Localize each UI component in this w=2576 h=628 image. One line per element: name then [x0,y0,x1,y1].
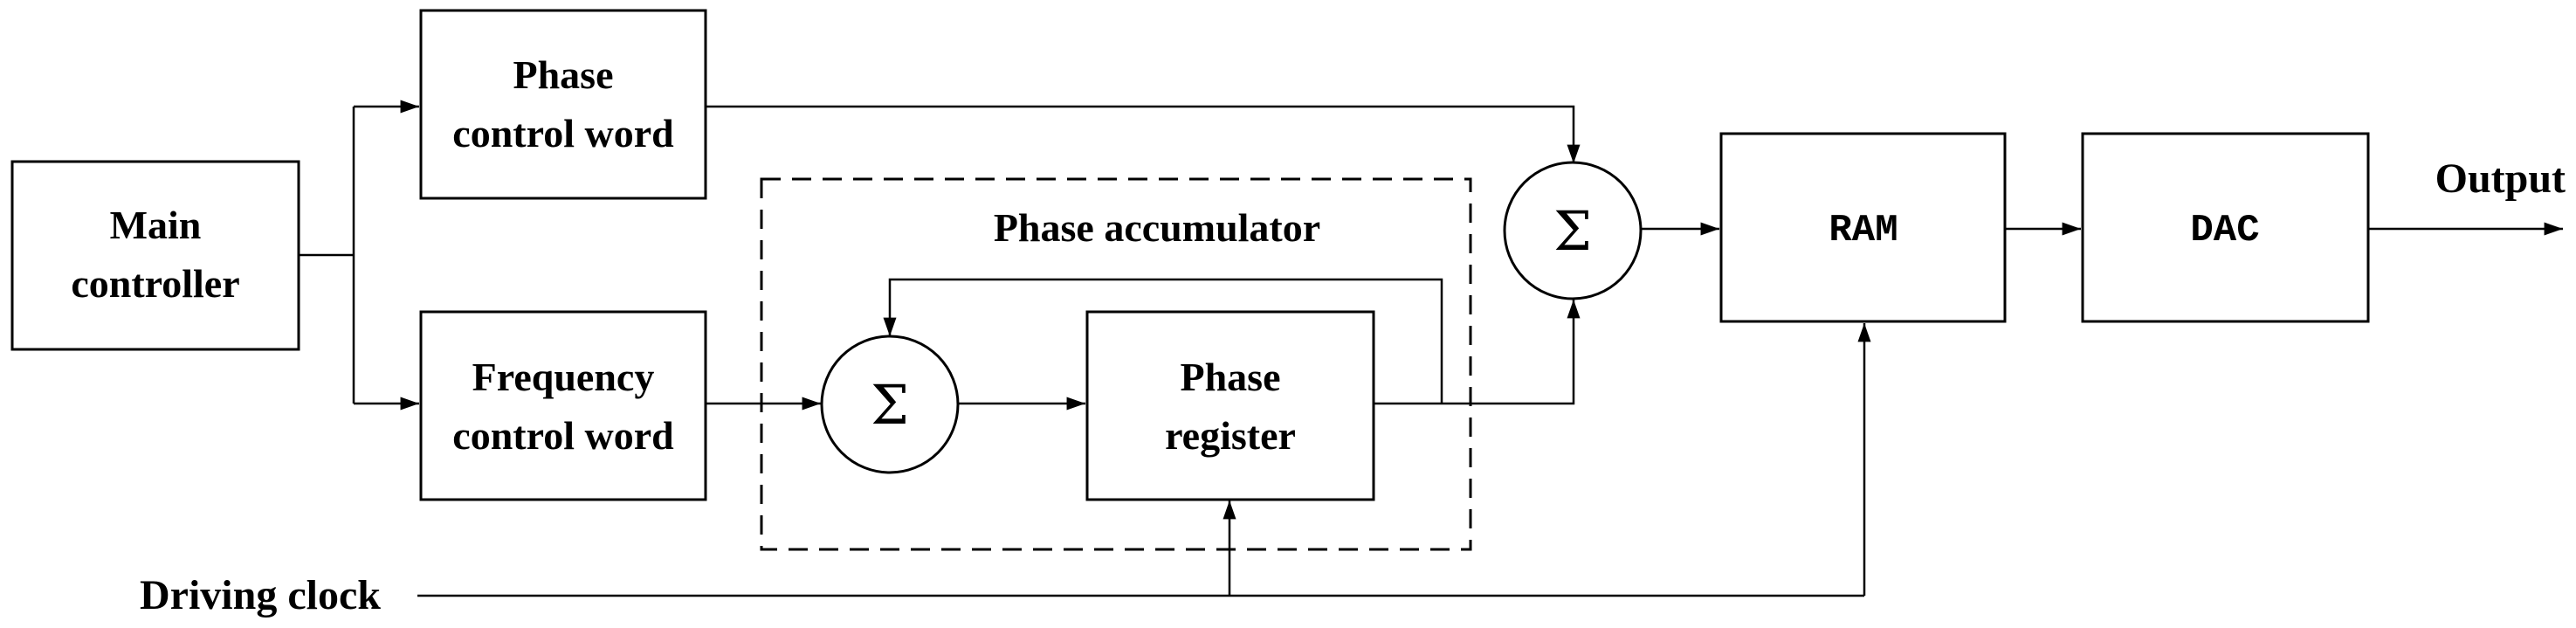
dac-box [2081,132,2370,323]
phase-adder-summer-circle [1503,161,1643,300]
wire-feedback-loop [883,278,1443,404]
accumulator-summer-sigma: Σ [871,373,909,437]
phase-adder-summer: Σ [1503,161,1643,300]
frequency-control-word-label-line2: control word [452,413,674,458]
main-controller-block: Main controller [10,160,300,351]
phase-adder-summer-sigma: Σ [1553,199,1592,263]
frequency-control-word-label-line1: Frequency [472,355,655,399]
phase-register-box [1085,310,1375,501]
main-controller-box [10,160,300,351]
phase-register-block: Phase register [1085,310,1375,501]
phase-accumulator-region [760,177,1472,551]
frequency-control-word-block: Frequency control word [419,310,707,501]
ram-label: RAM [1829,209,1898,252]
ram-block: RAM [1719,132,2007,323]
phase-control-word-box [419,9,707,200]
wire-phase-word-to-summer [706,105,1581,163]
dac-label: DAC [2190,209,2259,252]
connection-wires [299,100,2563,597]
phase-control-word-label-line1: Phase [513,52,614,97]
main-controller-label-line1: Main [110,203,202,247]
wire-register-to-summer [1374,300,1581,405]
driving-clock-label: Driving clock [140,572,381,618]
ram-box [1719,132,2007,323]
frequency-control-word-box [419,310,707,501]
dac-block: DAC [2081,132,2370,323]
phase-control-word-label-line2: control word [452,111,674,155]
accumulator-summer: Σ [820,335,960,474]
phase-register-label-line1: Phase [1181,355,1281,399]
accumulator-summer-circle [820,335,960,474]
phase-accumulator-label: Phase accumulator [994,205,1320,250]
phase-register-label-line2: register [1165,413,1296,458]
output-label: Output [2435,155,2566,202]
main-controller-label-line2: controller [71,261,239,306]
phase-control-word-block: Phase control word [419,9,707,200]
